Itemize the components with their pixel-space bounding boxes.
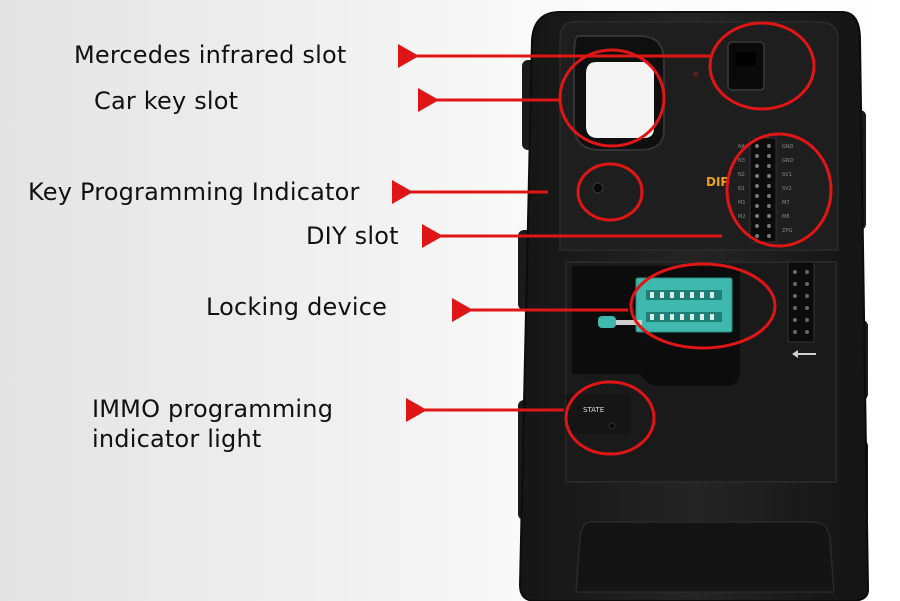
zif-socket [598, 277, 733, 333]
key-programming-led [592, 182, 604, 194]
circle-diy [725, 132, 833, 248]
svg-text:M2: M2 [738, 214, 746, 220]
state-indicator: STATE [566, 394, 630, 434]
svg-text:M8: M8 [782, 214, 790, 220]
label-key-programming-indicator: Key Programming Indicator [28, 178, 360, 206]
svg-text:M1: M1 [738, 200, 746, 206]
label-diy-slot: DIY slot [306, 222, 399, 250]
circle-key-indicator [576, 162, 644, 222]
circle-car-key [558, 48, 666, 148]
label-immo-line2: indicator light [92, 425, 262, 453]
circle-locking-device [629, 262, 777, 350]
label-car-key-slot: Car key slot [94, 87, 239, 115]
circle-immo-indicator [564, 380, 656, 456]
callout-circles [558, 21, 833, 456]
car-key-slot-opening [586, 62, 654, 138]
svg-text:N2: N2 [738, 172, 745, 178]
svg-text:GND: GND [782, 158, 794, 164]
label-immo-line1: IMMO programming [92, 395, 334, 423]
secondary-pin-header [787, 261, 816, 358]
svg-text:N1: N1 [738, 186, 745, 192]
svg-text:STATE: STATE [583, 406, 604, 414]
diy-marking: DIP [706, 175, 729, 189]
svg-text:SV1: SV1 [782, 172, 792, 178]
svg-text:N3: N3 [738, 158, 745, 164]
label-locking-device: Locking device [206, 293, 388, 321]
label-mercedes-infrared-slot: Mercedes infrared slot [74, 41, 347, 69]
svg-text:N4: N4 [738, 144, 745, 150]
svg-text:«: « [692, 67, 699, 81]
svg-text:SV2: SV2 [782, 186, 792, 192]
svg-text:ZPG: ZPG [782, 228, 792, 234]
callout-arrows [392, 44, 722, 422]
circle-mercedes-infrared [708, 21, 816, 111]
svg-text:M7: M7 [782, 200, 790, 206]
label-immo-programming-indicator: IMMO programming indicator light [92, 394, 392, 454]
device-foot [575, 521, 835, 593]
svg-text:GND: GND [782, 144, 794, 150]
